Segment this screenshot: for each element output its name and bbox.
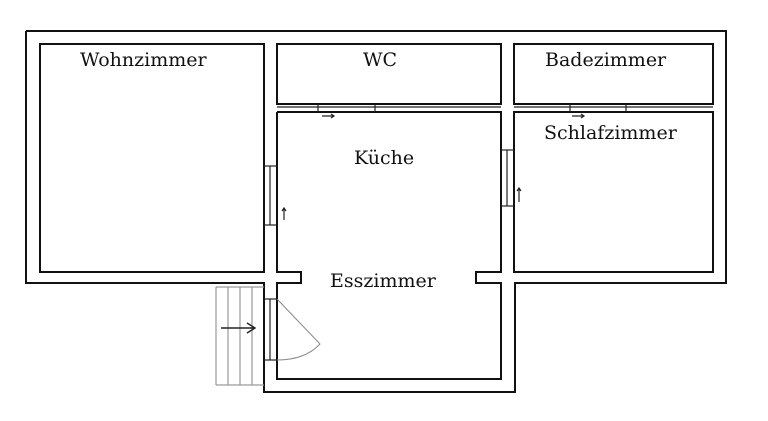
door-badezimmer bbox=[514, 104, 713, 119]
door-schlafzimmer bbox=[501, 149, 522, 207]
room-schlafzimmer bbox=[513, 111, 714, 273]
room-wc bbox=[276, 43, 502, 105]
door-wc bbox=[277, 104, 501, 119]
label-kueche: Küche bbox=[354, 147, 414, 169]
door-wohnzimmer bbox=[264, 165, 287, 226]
room-badezimmer bbox=[513, 43, 714, 105]
entrance-door bbox=[264, 298, 321, 361]
room-kueche-esszimmer bbox=[276, 111, 502, 380]
label-wc: WC bbox=[363, 49, 397, 71]
label-badezimmer: Badezimmer bbox=[545, 49, 667, 71]
room-wohnzimmer bbox=[39, 43, 265, 273]
label-esszimmer: Esszimmer bbox=[330, 270, 437, 292]
label-wohnzimmer: Wohnzimmer bbox=[80, 49, 208, 71]
label-schlafzimmer: Schlafzimmer bbox=[544, 122, 678, 144]
stairs bbox=[215, 286, 264, 386]
entrance-arrow bbox=[221, 322, 257, 334]
outer-wall bbox=[25, 30, 727, 393]
